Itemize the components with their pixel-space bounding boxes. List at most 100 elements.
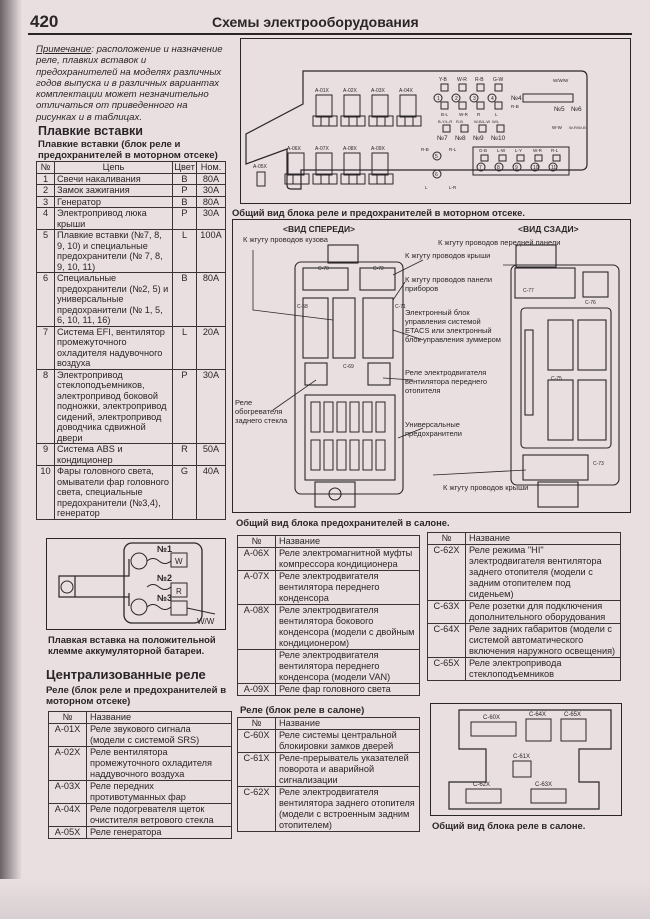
- fuse-number: 5: [435, 154, 438, 160]
- connector-label: C-72: [373, 266, 384, 272]
- table-cell: P: [172, 207, 197, 230]
- fuse-number: 1: [437, 96, 440, 102]
- relay-socket: [368, 94, 394, 127]
- wire-label: R-B: [511, 104, 519, 109]
- universal-fuse-slot: [323, 401, 334, 433]
- table-cell: Реле фар головного света: [275, 683, 420, 696]
- table-cell: 3: [36, 195, 55, 208]
- table-cell: 40A: [196, 465, 226, 520]
- label-n3: №3: [157, 593, 172, 603]
- wire-label: L: [495, 112, 498, 117]
- table-cell: C-61X: [237, 752, 276, 787]
- fusible-link-number: №7: [437, 135, 448, 142]
- table-cell: [237, 649, 276, 684]
- col-number: №: [237, 535, 276, 548]
- table-cell: 10: [36, 465, 55, 520]
- relay-label: C-64X: [529, 712, 546, 718]
- label-n1: №1: [157, 544, 172, 554]
- roof-harness-rear-label: К жгуту проводов крыши: [443, 483, 528, 492]
- table-cell: Реле электродвигателя вентилятора передн…: [275, 649, 420, 684]
- universal-fuse-slot: [336, 439, 347, 471]
- table-cell: Реле электромагнитной муфты компрессора …: [275, 547, 420, 571]
- table-cell: Реле электродвигателя вентилятора передн…: [275, 570, 420, 605]
- table-cell: B: [172, 195, 197, 208]
- panel-harness-label: К жгуту проводов панели приборов: [405, 275, 493, 293]
- running-title: Схемы электрооборудования: [212, 14, 419, 30]
- relay-socket: [312, 94, 338, 127]
- relay-socket: [284, 152, 310, 185]
- fusible-link-number: №6: [571, 106, 582, 113]
- wire-label: L-Y: [515, 148, 522, 153]
- fusible-link-number: №4: [511, 95, 522, 102]
- universal-fuse-slot: [362, 401, 373, 433]
- table-cell: C-64X: [427, 623, 466, 658]
- table-cell: 80A: [196, 172, 226, 185]
- table-cell: Реле электродвигателя вентилятора заднег…: [275, 786, 420, 832]
- wire-label: R-B: [421, 147, 429, 152]
- table-cell: C-65X: [427, 657, 466, 681]
- battery-fusible-diagram: №1 №2 №3 W R W/W: [46, 538, 226, 630]
- label-n2: №2: [157, 573, 172, 583]
- fusible-link-number: №8: [455, 135, 466, 142]
- table-cell: 7: [36, 325, 55, 370]
- relay-label: C-65X: [564, 712, 581, 718]
- relay-label: C-61X: [513, 754, 530, 760]
- table-cell: A-03X: [48, 780, 87, 804]
- etacs-label: Электронный блок управления системой ETA…: [405, 308, 501, 344]
- col-color: Цвет: [172, 161, 197, 174]
- wire-label: L-R: [449, 185, 457, 190]
- cabin-relay-caption: Общий вид блока реле в салоне.: [432, 820, 586, 831]
- table-cell: 100A: [196, 229, 226, 273]
- table-cell: Реле электродвигателя вентилятора боково…: [275, 604, 420, 650]
- roof-harness-label: К жгуту проводов крыши: [405, 251, 490, 260]
- col-rating: Ном.: [196, 161, 226, 174]
- table-cell: B: [172, 172, 197, 185]
- fuse-number: 2: [455, 96, 458, 102]
- rear-view-label: <ВИД СЗАДИ>: [518, 224, 579, 234]
- universal-fuse-slot: [362, 439, 373, 471]
- table-cell: G: [172, 465, 197, 520]
- table-cell: A-05X: [48, 826, 87, 839]
- col-number: №: [237, 717, 276, 730]
- table-cell: Свечи накаливания: [54, 172, 173, 185]
- wire-label: L-W: [497, 148, 506, 153]
- label-w: W: [175, 557, 183, 566]
- table-row: Реле электродвигателя вентилятора передн…: [237, 649, 420, 684]
- central-heading: Централизованные реле: [46, 667, 206, 682]
- wire-label: G-B: [479, 148, 487, 153]
- table-cell: 6: [36, 272, 55, 327]
- col-name: Название: [86, 711, 232, 724]
- connector-label: C-75: [551, 376, 562, 382]
- rear-defogger-relay-label: Реле обогревателя заднего стекла: [235, 398, 288, 425]
- table-cell: B: [172, 272, 197, 327]
- table-cell: 80A: [196, 195, 226, 208]
- wire-label: W/W/W: [553, 78, 569, 83]
- table-cell: A-01X: [48, 723, 87, 747]
- cabin-fuse-block-diagram: <ВИД СПЕРЕДИ> <ВИД СЗАДИ> К жгуту провод…: [232, 219, 631, 513]
- relay-label: A-02X: [343, 88, 358, 94]
- table-cell: Специальные предохранители (№2, 5) и уни…: [54, 272, 173, 327]
- table-cell: Реле передних противотуманных фар: [86, 780, 232, 804]
- note-label: Примечание: [36, 44, 92, 55]
- fusible-link-number: №9: [473, 135, 484, 142]
- fuse-number: 11: [551, 165, 556, 171]
- wire-label: W/L: [492, 119, 500, 124]
- relay-label: A-03X: [371, 88, 386, 94]
